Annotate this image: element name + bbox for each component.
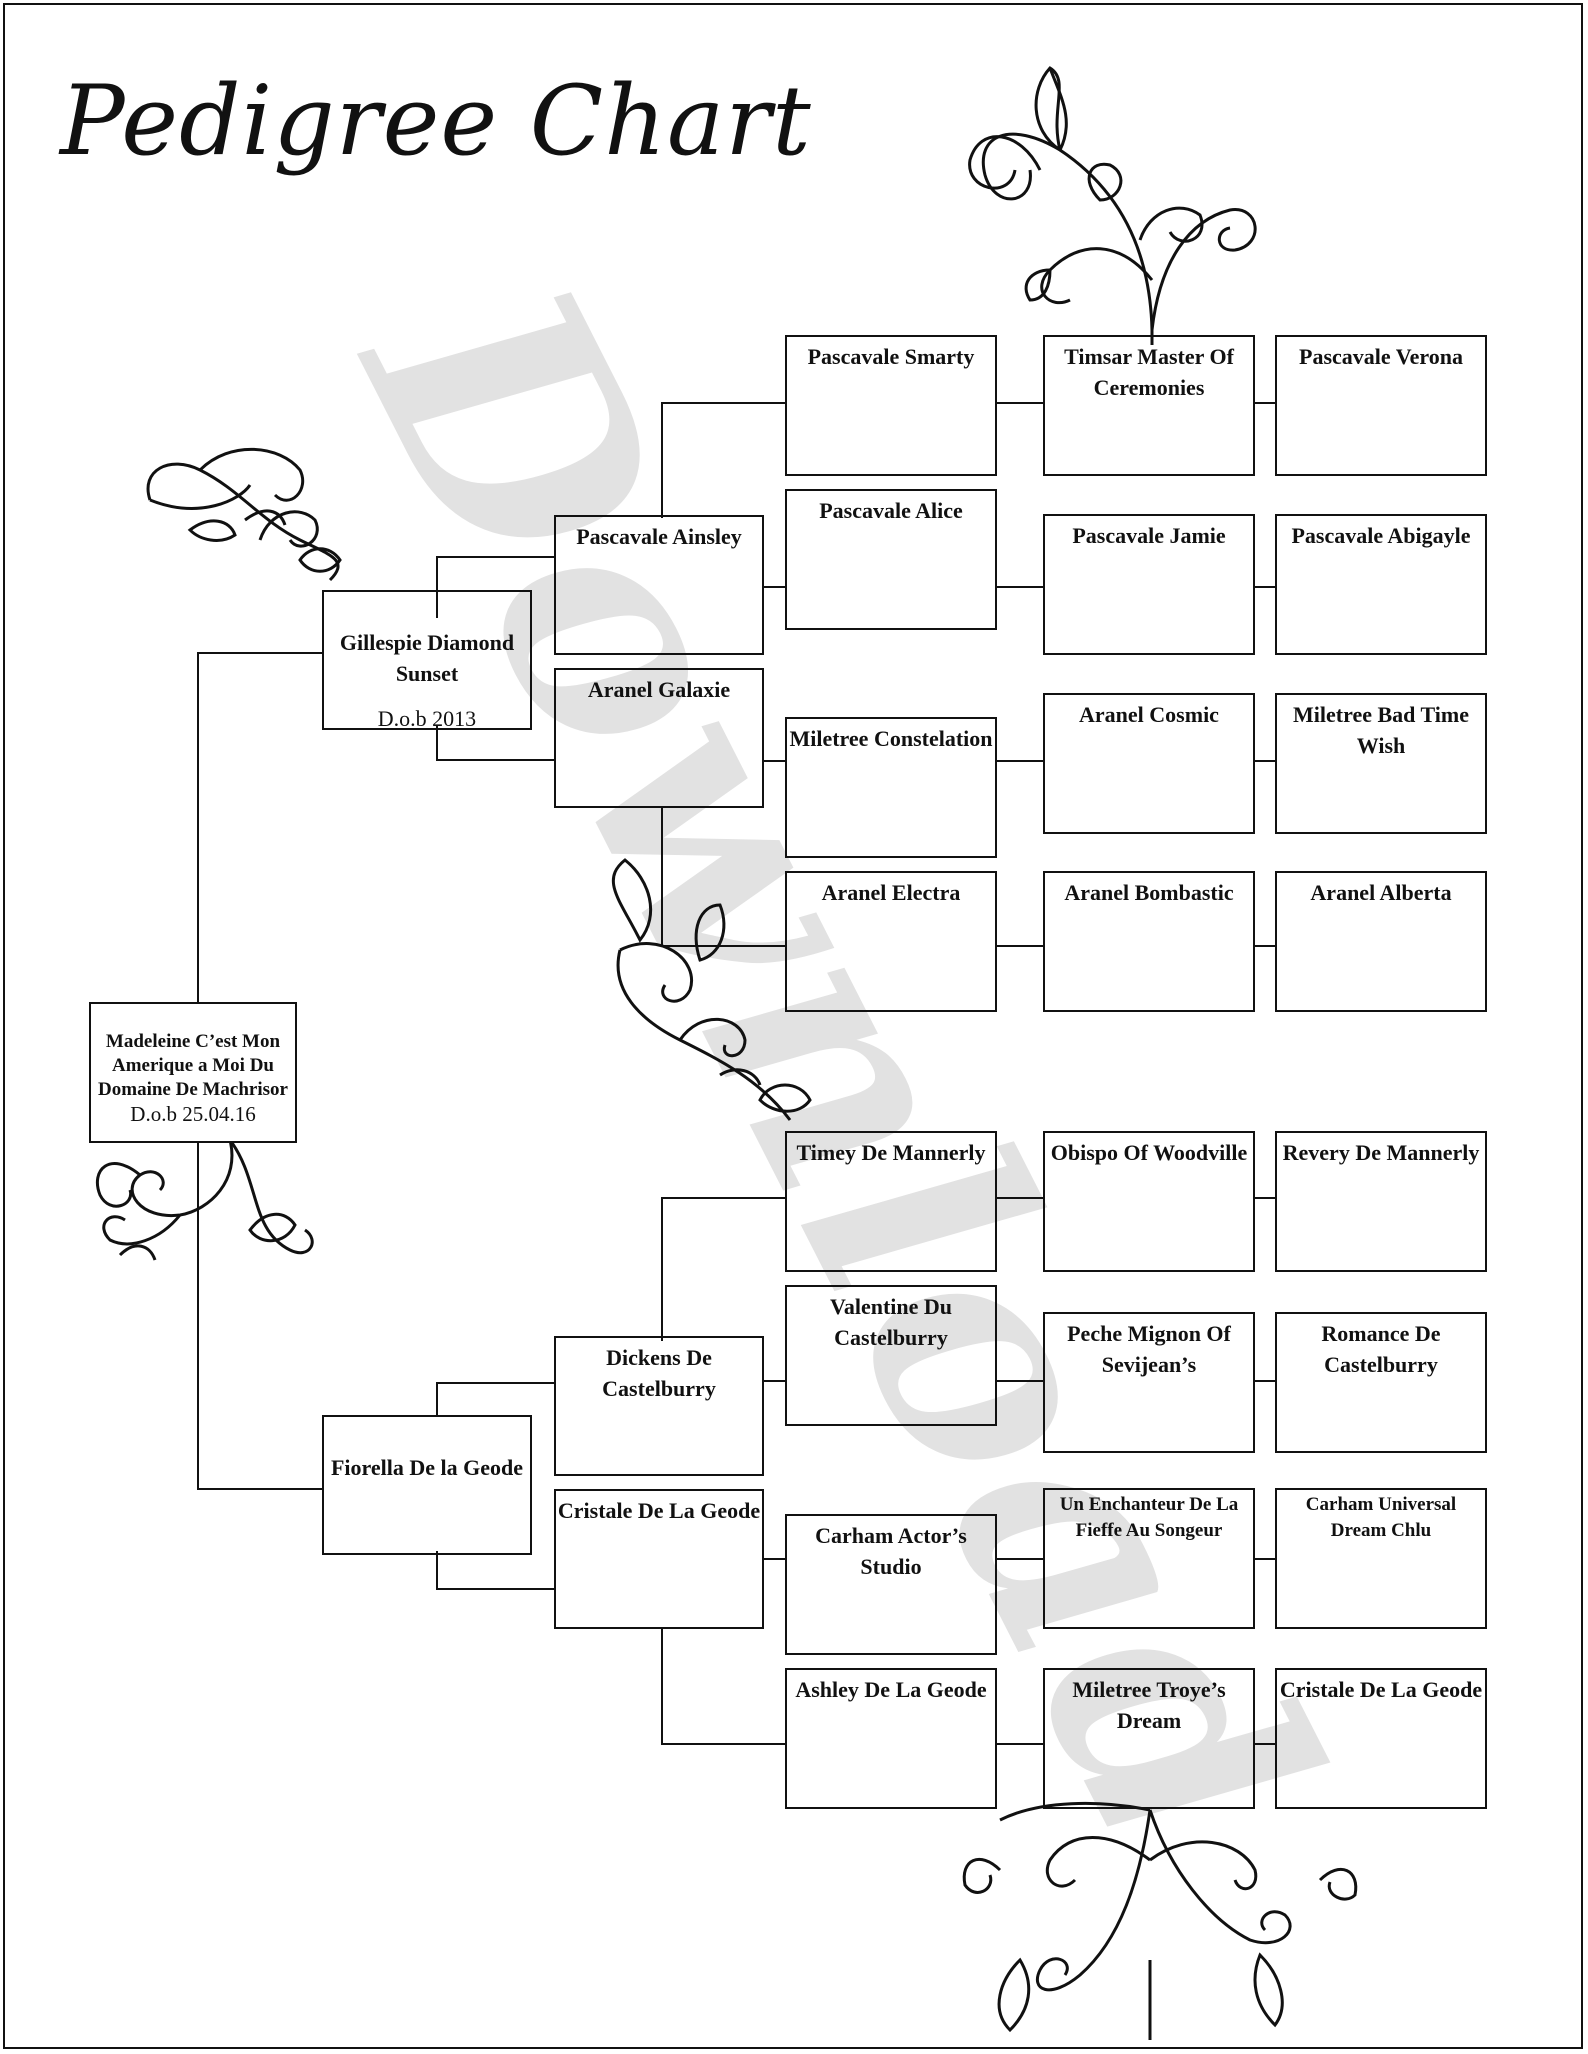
gen6-box-7: Carham Universal Dream Chlu (1275, 1488, 1487, 1629)
subject-dob: D.o.b 25.04.16 (130, 1102, 256, 1126)
granddam-maternal-name: Cristale De La Geode (557, 1498, 761, 1523)
gen6-box-4: Aranel Alberta (1275, 871, 1487, 1012)
dam-box: Fiorella De la Geode (322, 1415, 532, 1555)
flourish-bottom (962, 1801, 1358, 2040)
gen5-name-3: Aranel Cosmic (1079, 702, 1219, 727)
gen4-name-8: Ashley De La Geode (795, 1677, 987, 1702)
granddam-paternal-name: Aranel Galaxie (587, 677, 731, 702)
gen6-name-1: Pascavale Verona (1299, 344, 1463, 369)
dam-name: Fiorella De la Geode (330, 1455, 524, 1480)
gen5-box-8: Miletree Troye’s Dream (1043, 1668, 1255, 1809)
page-border (3, 3, 1583, 2049)
gen4-name-3: Miletree Constelation (789, 726, 993, 751)
gen5-name-8: Miletree Troye’s Dream (1072, 1677, 1226, 1733)
flourish-middle (611, 858, 812, 1121)
gen4-box-8: Ashley De La Geode (785, 1668, 997, 1809)
gen4-name-4: Aranel Electra (821, 880, 961, 905)
flourish-left-lower (95, 1139, 314, 1261)
gen5-name-7: Un Enchanteur De La Fieffe Au Songeur (1059, 1494, 1239, 1541)
grandsire-maternal-name: Dickens De Castelburry (602, 1345, 716, 1401)
gen6-name-8: Cristale De La Geode (1279, 1677, 1483, 1702)
gen4-name-2: Pascavale Alice (819, 498, 963, 523)
subject-name: Madeleine C’est Mon Amerique a Moi Du Do… (98, 1031, 288, 1100)
subject-box: Madeleine C’est Mon Amerique a Moi Du Do… (89, 1002, 297, 1143)
gen6-box-5: Revery De Mannerly (1275, 1131, 1487, 1272)
gen6-box-6: Romance De Castelburry (1275, 1312, 1487, 1453)
gen6-name-2: Pascavale Abigayle (1291, 523, 1471, 548)
gen4-name-1: Pascavale Smarty (807, 344, 975, 369)
sire-name: Gillespie Diamond Sunset (339, 630, 515, 686)
gen6-box-8: Cristale De La Geode (1275, 1668, 1487, 1809)
gen4-box-5: Timey De Mannerly (785, 1131, 997, 1272)
gen6-name-4: Aranel Alberta (1310, 880, 1452, 905)
flourish-left-upper (146, 447, 342, 582)
gen6-box-3: Miletree Bad Time Wish (1275, 693, 1487, 834)
gen6-name-3: Miletree Bad Time Wish (1293, 702, 1469, 758)
flourish-top-right (968, 66, 1257, 345)
gen6-name-7: Carham Universal Dream Chlu (1305, 1494, 1457, 1541)
gen5-box-2: Pascavale Jamie (1043, 514, 1255, 655)
gen6-box-2: Pascavale Abigayle (1275, 514, 1487, 655)
gen5-name-6: Peche Mignon Of Sevijean’s (1067, 1321, 1231, 1377)
gen4-box-3: Miletree Constelation (785, 717, 997, 858)
gen5-box-4: Aranel Bombastic (1043, 871, 1255, 1012)
gen5-box-3: Aranel Cosmic (1043, 693, 1255, 834)
granddam-maternal-box: Cristale De La Geode (554, 1489, 764, 1629)
gen4-box-4: Aranel Electra (785, 871, 997, 1012)
gen5-box-1: Timsar Master Of Ceremonies (1043, 335, 1255, 476)
grandsire-paternal-name: Pascavale Ainsley (576, 524, 742, 549)
gen5-name-1: Timsar Master Of Ceremonies (1064, 344, 1234, 400)
gen5-name-2: Pascavale Jamie (1072, 523, 1226, 548)
gen5-box-5: Obispo Of Woodville (1043, 1131, 1255, 1272)
gen5-name-5: Obispo Of Woodville (1050, 1140, 1248, 1165)
gen6-box-1: Pascavale Verona (1275, 335, 1487, 476)
gen4-name-5: Timey De Mannerly (796, 1140, 986, 1165)
gen5-name-4: Aranel Bombastic (1064, 880, 1234, 905)
gen5-box-7: Un Enchanteur De La Fieffe Au Songeur (1043, 1488, 1255, 1629)
gen5-box-6: Peche Mignon Of Sevijean’s (1043, 1312, 1255, 1453)
grandsire-maternal-box: Dickens De Castelburry (554, 1336, 764, 1476)
gen6-name-5: Revery De Mannerly (1282, 1140, 1480, 1165)
sire-box: Gillespie Diamond Sunset D.o.b 2013 (322, 590, 532, 731)
gen6-name-6: Romance De Castelburry (1321, 1321, 1441, 1377)
grandsire-paternal-box: Pascavale Ainsley (554, 515, 764, 655)
gen4-box-2: Pascavale Alice (785, 489, 997, 630)
page-title: Pedigree Chart (60, 65, 812, 177)
gen4-box-7: Carham Actor’s Studio (785, 1514, 997, 1655)
gen4-box-6: Valentine Du Castelburry (785, 1285, 997, 1426)
gen4-name-7: Carham Actor’s Studio (815, 1523, 967, 1579)
granddam-paternal-box: Aranel Galaxie (554, 668, 764, 808)
gen4-name-6: Valentine Du Castelburry (829, 1294, 953, 1350)
sire-dob: D.o.b 2013 (377, 706, 477, 731)
gen4-box-1: Pascavale Smarty (785, 335, 997, 476)
